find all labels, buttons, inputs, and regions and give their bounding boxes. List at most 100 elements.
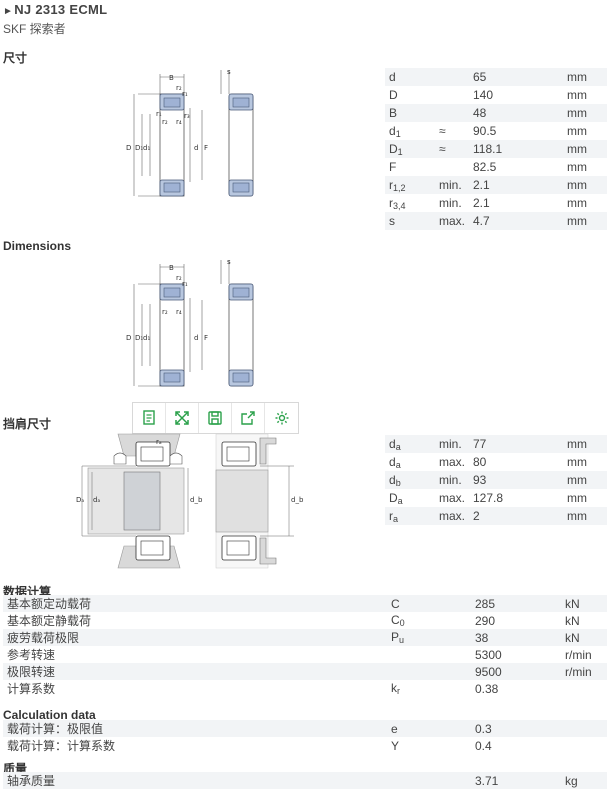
unit-cell: kg xyxy=(561,772,607,789)
value-cell: 0.3 xyxy=(471,720,561,737)
symbol: r xyxy=(389,195,393,210)
qualifier-cell xyxy=(435,68,469,86)
value-cell: 80 xyxy=(473,455,487,469)
label-cell: 轴承质量 xyxy=(3,772,387,789)
dim-label-da: dₐ xyxy=(93,496,100,504)
symbol-cell: da xyxy=(385,453,435,471)
document-icon[interactable] xyxy=(133,403,166,433)
symbol: C xyxy=(391,613,400,627)
symbol-subscript: a xyxy=(395,459,401,470)
dim-label-r4: r₄ xyxy=(176,118,182,126)
dim-label-r1: r₁ xyxy=(182,90,188,98)
dim2-label-s: s xyxy=(227,258,231,266)
qualifier-cell: min. xyxy=(435,435,469,453)
label-cell: 疲劳载荷极限 xyxy=(3,629,387,646)
symbol-cell: ra xyxy=(385,507,435,525)
symbol-subscript: a xyxy=(395,441,401,452)
symbol-subscript: 3,4 xyxy=(393,200,406,211)
page-title: ►NJ 2313 ECML xyxy=(3,2,108,17)
dim2-label-B: B xyxy=(169,264,174,272)
dim-label-r3: r₃ xyxy=(184,112,190,120)
qualifier-cell xyxy=(435,158,469,176)
section-abutment-heading: 挡肩尺寸 xyxy=(3,417,52,431)
symbol: k xyxy=(391,681,397,695)
symbol-subscript: r xyxy=(397,686,400,696)
value-cell: 77 xyxy=(469,435,563,453)
value-cell: 5300 xyxy=(475,647,502,662)
label-cell: 参考转速 xyxy=(7,648,56,662)
symbol: r xyxy=(389,177,393,192)
dim-label-D1: D₁ xyxy=(135,144,143,152)
label-cell: 计算系数 xyxy=(7,682,56,696)
value-cell: 3.71 xyxy=(471,772,561,789)
label-cell: 载荷计算：计算系数 xyxy=(7,739,116,753)
dim-label-d: d xyxy=(194,144,198,152)
dim2-label-D: D xyxy=(126,334,131,342)
value-cell: 65 xyxy=(469,68,563,86)
dim-label-s: s xyxy=(227,68,231,76)
value-cell: 0.38 xyxy=(475,681,499,696)
qualifier-cell: max. xyxy=(435,507,469,525)
dim2-label-r2b: r₂ xyxy=(162,308,168,316)
unit-cell: mm xyxy=(567,160,587,174)
value-cell: 127.8 xyxy=(473,491,504,505)
unit-cell: mm xyxy=(563,212,607,230)
value-cell: 38 xyxy=(471,629,561,646)
symbol-cell: D1 xyxy=(385,140,435,158)
symbol-subscript: a xyxy=(393,513,399,524)
symbol: d xyxy=(389,472,396,487)
qualifier-cell: min. xyxy=(435,176,469,194)
value-cell: 93 xyxy=(469,471,563,489)
image-toolbar xyxy=(132,402,299,434)
symbol-subscript: u xyxy=(399,635,405,645)
label-cell: 极限转速 xyxy=(3,663,387,680)
save-icon[interactable] xyxy=(199,403,232,433)
dim2-label-D1: D₁ xyxy=(135,334,143,342)
symbol: d xyxy=(389,70,396,84)
symbol-cell: Y xyxy=(387,737,471,754)
symbol: C xyxy=(391,596,400,611)
label-cell: 载荷计算：极限值 xyxy=(3,720,387,737)
symbol: d xyxy=(389,436,396,451)
unit-cell: mm xyxy=(563,176,607,194)
section-dimensions-heading: Dimensions xyxy=(3,239,72,253)
symbol-cell: C0 xyxy=(387,612,471,629)
symbol-cell: r3,4 xyxy=(385,194,435,212)
symbol-cell: kr xyxy=(387,680,471,697)
symbol: s xyxy=(389,214,395,228)
unit-cell: kN xyxy=(561,595,607,612)
symbol-cell: d1 xyxy=(385,122,435,140)
dim-label-B: B xyxy=(169,74,174,82)
qualifier-cell xyxy=(435,104,469,122)
symbol-cell: r1,2 xyxy=(385,176,435,194)
symbol: d xyxy=(389,454,396,469)
value-cell: 118.1 xyxy=(469,140,563,158)
symbol: F xyxy=(389,160,397,174)
qualifier-cell: max. xyxy=(439,491,466,505)
share-icon[interactable] xyxy=(232,403,265,433)
unit-cell: kN xyxy=(561,629,607,646)
expand-icon[interactable] xyxy=(166,403,199,433)
gear-icon[interactable] xyxy=(265,403,298,433)
unit-cell xyxy=(561,720,607,737)
dim2-label-d1: d₁ xyxy=(143,334,150,342)
symbol: D xyxy=(389,490,398,505)
page-subtitle: SKF 探索者 xyxy=(3,22,66,36)
value-cell: 9500 xyxy=(471,663,561,680)
unit-cell: mm xyxy=(567,455,587,469)
unit-cell: mm xyxy=(563,104,607,122)
